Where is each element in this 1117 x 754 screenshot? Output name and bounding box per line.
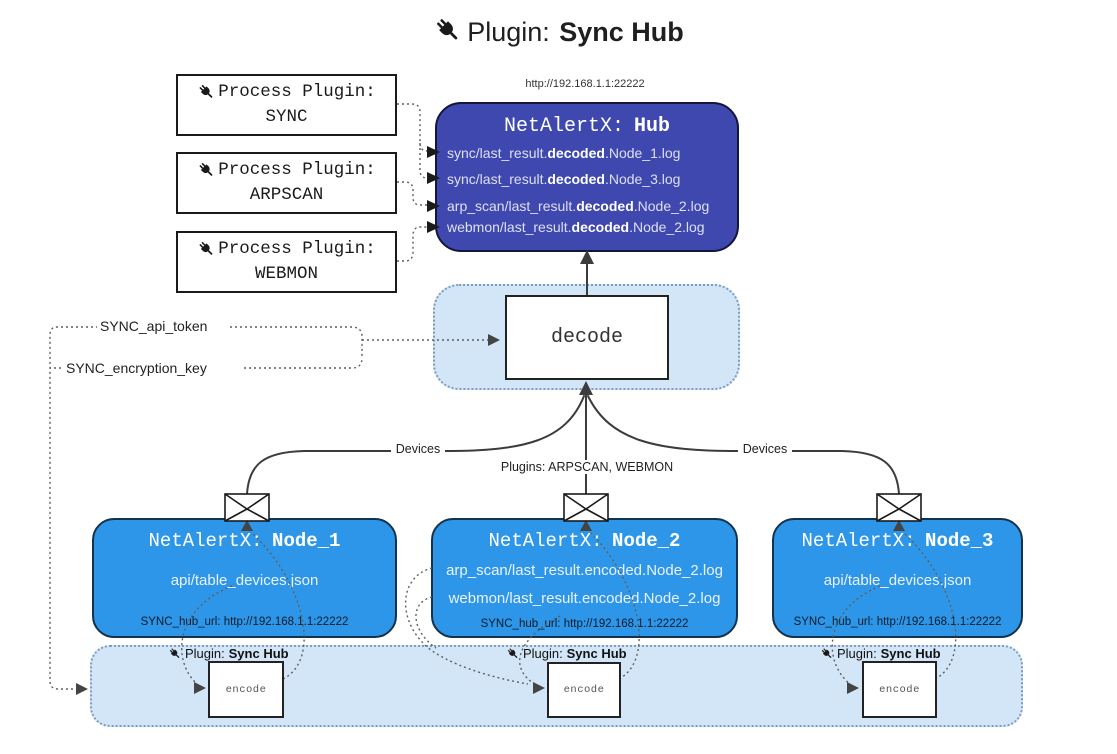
envelope-icon [563,493,609,522]
decode-box: decode [505,295,669,380]
edge-token-to-band [49,326,98,690]
edge-node1-to-decode-a [246,450,392,495]
encode-box-2: encode [547,662,621,718]
process-plugin-label: Process Plugin: [218,238,376,259]
node2-box: NetAlertX:Node_2 arp_scan/last_result.en… [431,518,738,638]
node3-title: NetAlertX:Node_3 [801,530,994,552]
plug-icon [199,84,213,98]
hub-log-2: sync/last_result.decoded.Node_3.log [447,171,681,187]
sync-api-token-label: SYNC_api_token [97,318,211,334]
edge-key-right [244,357,363,369]
band-plugin-label-2: Plugin:Sync Hub [506,646,627,661]
arrow-into-hub [580,250,594,264]
arrow-into-band [76,683,88,695]
edge-sync-to-log1 [397,103,432,152]
process-plugin-label: Process Plugin: [218,81,376,102]
node1-box: NetAlertX:Node_1 api/table_devices.json … [92,518,397,638]
plug-icon [199,241,213,255]
node2-file-2: webmon/last_result.encoded.Node_2.log [448,590,721,607]
encode-box-3: encode [862,661,937,718]
plugins-edge-label: Plugins: ARPSCAN, WEBMON [498,460,676,474]
devices-label-right: Devices [738,442,792,456]
hub-title: NetAlertX:Hub [503,115,671,138]
process-plugin-name: ARPSCAN [249,185,324,205]
process-plugin-arpscan: Process Plugin: ARPSCAN [176,152,397,214]
hub-box: NetAlertX:Hub sync/last_result.decoded.N… [435,102,739,252]
hub-url-label: http://192.168.1.1:22222 [525,78,645,90]
node2-hub-url: SYNC_hub_url: http://192.168.1.1:22222 [480,618,689,630]
node2-file-1: arp_scan/last_result.encoded.Node_2.log [446,562,723,579]
node1-file: api/table_devices.json [170,572,319,589]
node3-file: api/table_devices.json [823,572,972,589]
plug-icon [437,19,458,40]
node1-title: NetAlertX:Node_1 [148,530,341,552]
page-title: Plugin:Sync Hub [0,16,1117,48]
envelope-icon [876,493,922,522]
process-plugin-label: Process Plugin: [218,159,376,180]
process-plugin-name: WEBMON [254,264,318,284]
edge-arpscan-to-log3 [397,181,427,206]
process-plugin-sync: Process Plugin: SYNC [176,74,397,136]
edge-sync-to-log2 [419,143,432,179]
band-plugin-label-3: Plugin:Sync Hub [820,646,941,661]
envelope-icon [224,493,270,522]
edge-webmon-to-log4 [397,226,427,262]
plug-icon [507,647,518,658]
edge-node1-to-decode-b [444,395,585,452]
sync-encryption-key-label: SYNC_encryption_key [63,360,210,376]
edge-node3-to-decode-b [587,395,739,452]
hub-log-1: sync/last_result.decoded.Node_1.log [447,145,681,161]
edge-token-right [230,326,363,358]
node2-title: NetAlertX:Node_2 [488,530,681,552]
node1-hub-url: SYNC_hub_url: http://192.168.1.1:22222 [140,616,349,628]
hub-log-3: arp_scan/last_result.decoded.Node_2.log [447,198,710,214]
envelopes [224,493,922,522]
node3-hub-url: SYNC_hub_url: http://192.168.1.1:22222 [793,616,1002,628]
node3-box: NetAlertX:Node_3 api/table_devices.json … [772,518,1023,638]
encode-box-1: encode [208,661,284,718]
devices-label-left: Devices [391,442,445,456]
band-plugin-label-1: Plugin:Sync Hub [168,646,289,661]
plug-icon [199,162,213,176]
edge-node3-to-decode-a [791,450,900,495]
process-plugin-webmon: Process Plugin: WEBMON [176,231,397,293]
plug-icon [169,647,180,658]
process-plugin-name: SYNC [265,107,308,127]
hub-log-4: webmon/last_result.decoded.Node_2.log [447,219,705,235]
plug-icon [821,647,832,658]
